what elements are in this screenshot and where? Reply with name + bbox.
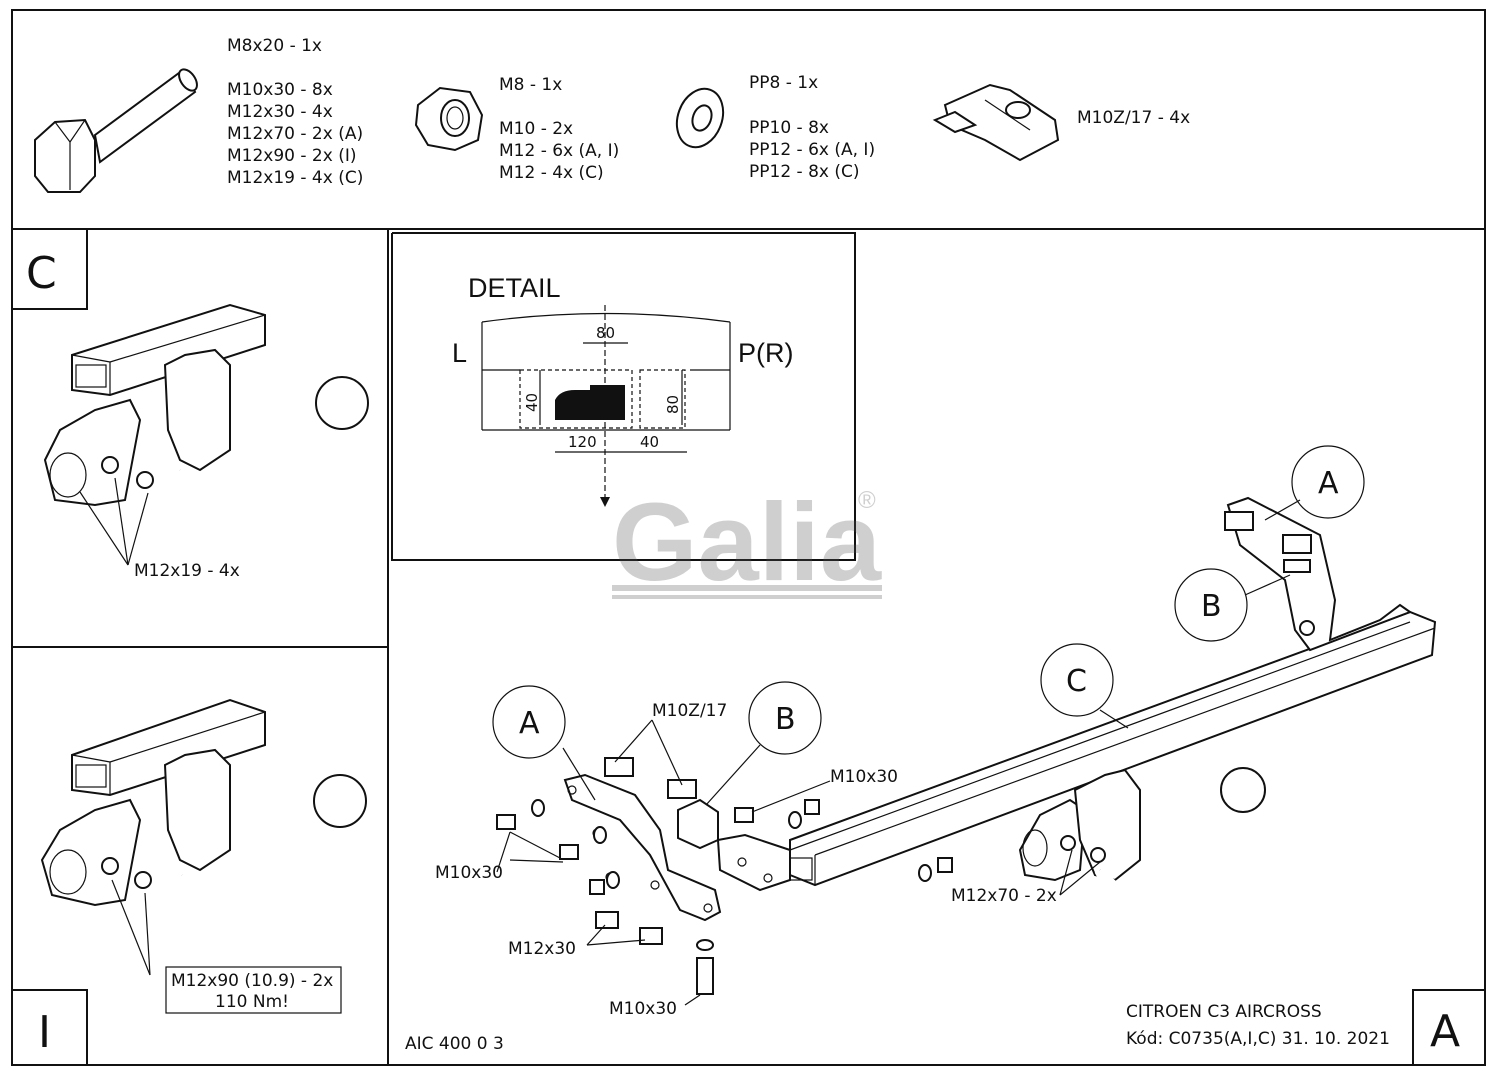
svg-text:A: A: [519, 706, 540, 741]
nut-icon: [414, 86, 484, 152]
panel-c-bolt-label: M12x19 - 4x: [134, 561, 240, 581]
bolt-spec-2: M12x30 - 4x: [227, 102, 333, 122]
detail-dim-left: 40: [523, 393, 541, 412]
frame: [11, 9, 1486, 1066]
panel-i-letter: I: [38, 1007, 51, 1058]
callout-b-left: B: [748, 681, 822, 755]
label-m10x30-right: M10x30: [830, 767, 898, 787]
svg-text:A: A: [1318, 466, 1339, 501]
bolt-spec-4: M12x90 - 2x (I): [227, 146, 357, 166]
panel-i-hitch-drawing: [40, 698, 367, 976]
washer-specs: PP8 - 1x PP10 - 8x PP12 - 6x (A, I) PP12…: [749, 73, 875, 182]
washer-spec-1: PP10 - 8x: [749, 118, 829, 138]
detail-title: DETAIL: [468, 273, 561, 303]
label-clip: M10Z/17: [652, 701, 727, 721]
svg-text:B: B: [1201, 589, 1222, 624]
bolt-specs: M8x20 - 1x M10x30 - 8x M12x30 - 4x M12x7…: [227, 36, 363, 188]
galia-watermark: Galia ®: [612, 481, 882, 604]
bolt-spec-3: M12x70 - 2x (A): [227, 124, 363, 144]
panel-i-torque-label: 110 Nm!: [215, 992, 289, 1012]
drawing-code: AIC 400 0 3: [405, 1034, 504, 1054]
detail-dim-bottom-right: 40: [640, 433, 659, 451]
svg-text:C: C: [1066, 664, 1087, 699]
svg-text:Galia: Galia: [612, 481, 882, 604]
svg-text:B: B: [775, 702, 796, 737]
washer-spec-0: PP8 - 1x: [749, 73, 818, 93]
panel-c-letter: C: [26, 248, 57, 299]
nut-spec-0: M8 - 1x: [499, 75, 562, 95]
main-assembly: [496, 496, 1437, 1006]
panel-i: M12x90 (10.9) - 2x 110 Nm! I: [11, 698, 367, 1066]
panel-i-bolt-label: M12x90 (10.9) - 2x: [171, 971, 333, 991]
bolt-spec-1: M10x30 - 8x: [227, 80, 333, 100]
nut-spec-2: M12 - 6x (A, I): [499, 141, 619, 161]
product-code: Kód: C0735(A,I,C) 31. 10. 2021: [1126, 1029, 1390, 1049]
callout-a-left: A: [492, 685, 566, 759]
label-m10x30-bottom: M10x30: [609, 999, 677, 1019]
callout-c-main: C: [1040, 643, 1114, 717]
washer-spec-3: PP12 - 8x (C): [749, 162, 860, 182]
washer-icon: [675, 87, 725, 149]
detail-dim-right: 80: [664, 395, 682, 414]
nut-spec-3: M12 - 4x (C): [499, 163, 604, 183]
detail-dim-bottom-left: 120: [568, 433, 597, 451]
clip-spec: M10Z/17 - 4x: [1077, 108, 1190, 128]
svg-text:®: ®: [858, 487, 876, 514]
nut-spec-1: M10 - 2x: [499, 119, 573, 139]
panel-c: C M12x19 - 4x: [11, 228, 369, 581]
detail-left-label: L: [452, 338, 467, 368]
bolt-spec-5: M12x19 - 4x (C): [227, 168, 363, 188]
nut-specs: M8 - 1x M10 - 2x M12 - 6x (A, I) M12 - 4…: [499, 75, 619, 183]
detail-section: DETAIL L P(R) 80 40 80 120 40: [452, 273, 794, 507]
callout-b-top: B: [1174, 568, 1248, 642]
label-m12x30: M12x30: [508, 939, 576, 959]
footer-letter: A: [1430, 1006, 1460, 1057]
callout-a-top: A: [1291, 445, 1365, 519]
washer-spec-2: PP12 - 6x (A, I): [749, 140, 875, 160]
footer-letter-box: [1412, 989, 1486, 1066]
panel-c-hitch-drawing: [43, 303, 369, 566]
detail-dim-top: 80: [596, 324, 615, 342]
label-m12x70: M12x70 - 2x: [951, 886, 1057, 906]
bolt-spec-0: M8x20 - 1x: [227, 36, 322, 56]
label-m10x30-left: M10x30: [435, 863, 503, 883]
bolt-icon: [34, 68, 198, 193]
clip-nut-icon: [932, 83, 1060, 162]
vehicle-model: CITROEN C3 AIRCROSS: [1126, 1002, 1322, 1022]
detail-right-label: P(R): [738, 338, 794, 368]
